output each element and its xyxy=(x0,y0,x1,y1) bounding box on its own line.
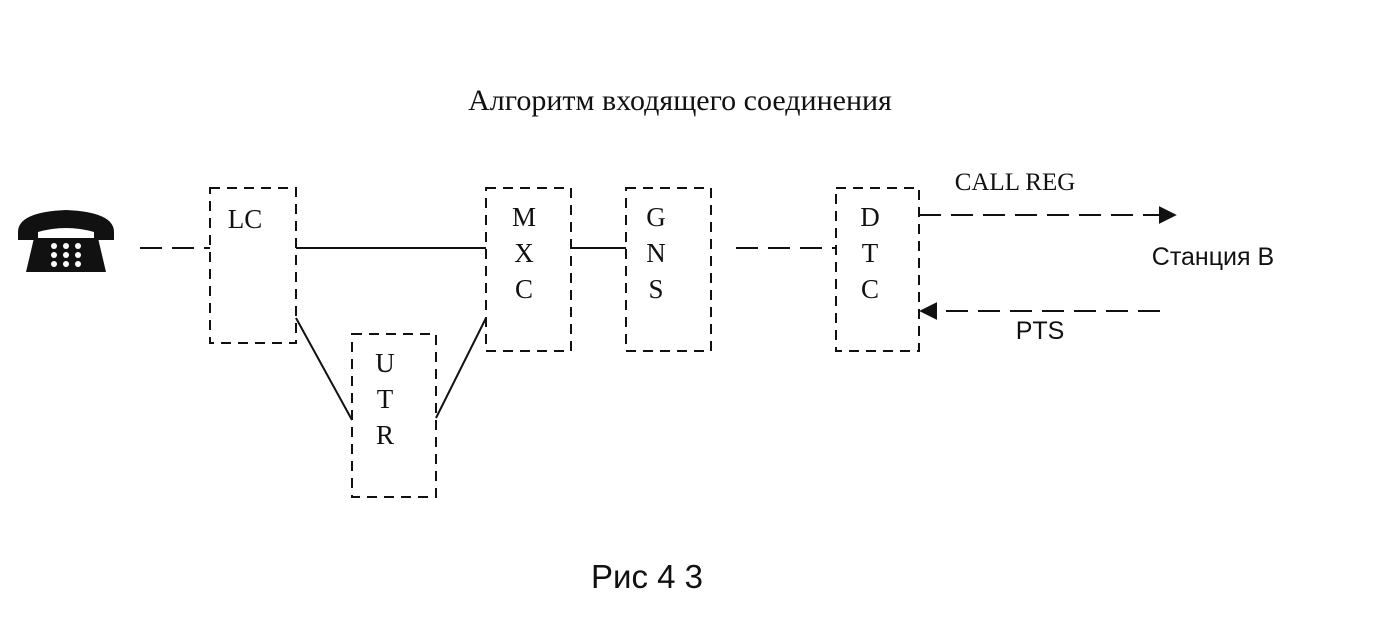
telephone-icon xyxy=(18,210,114,272)
mxc-letter-3: C xyxy=(515,274,533,304)
mxc-block: M X C xyxy=(485,187,572,352)
figure-caption: Рис 4 3 xyxy=(591,558,703,595)
gns-letter-3: S xyxy=(648,274,663,304)
diagram-title: Алгоритм входящего соединения xyxy=(468,84,892,117)
utr-to-mxc-line xyxy=(435,317,487,419)
utr-letter-3: R xyxy=(376,420,394,450)
mxc-letter-2: X xyxy=(514,238,534,268)
connection-lines xyxy=(140,247,836,421)
lc-to-utr-line xyxy=(295,317,353,421)
dtc-letter-3: C xyxy=(861,274,879,304)
utr-block: U T R xyxy=(351,333,437,498)
gns-letter-2: N xyxy=(646,238,666,268)
gns-letter-1: G xyxy=(646,202,666,232)
call-reg-label: CALL REG xyxy=(955,169,1076,196)
lc-block: LC xyxy=(209,187,297,344)
utr-letter-2: T xyxy=(377,384,394,414)
dtc-block: D T C xyxy=(835,187,920,352)
lc-block-label: LC xyxy=(228,204,263,234)
gns-block: G N S xyxy=(625,187,712,352)
pts-label: PTS xyxy=(1016,317,1065,345)
destination-label: Станция В xyxy=(1152,243,1274,271)
utr-letter-1: U xyxy=(375,348,395,378)
dtc-letter-2: T xyxy=(862,238,879,268)
mxc-letter-1: M xyxy=(512,202,536,232)
dtc-letter-1: D xyxy=(860,202,880,232)
